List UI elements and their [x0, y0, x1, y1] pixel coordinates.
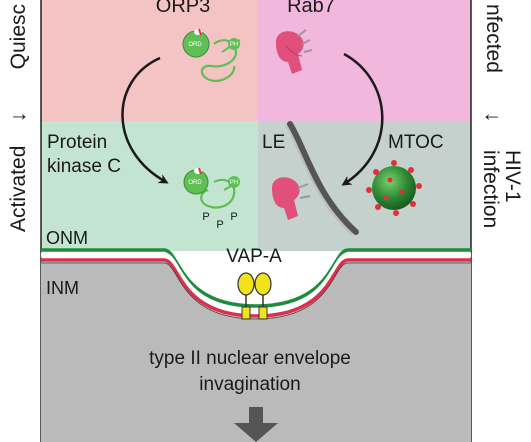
orp3-label: ORP3: [156, 0, 210, 17]
axis-left-arrow: ↓: [7, 112, 30, 123]
axis-right-bottom-line2: infection: [479, 150, 502, 228]
pkc-label-line2: kinase C: [47, 156, 121, 177]
phospho-site-1: P: [202, 211, 209, 223]
phospho-site-2: P: [216, 219, 223, 231]
axis-right-arrow: ↓: [481, 112, 504, 123]
vapa-protein: [237, 272, 272, 320]
bottom-caption-line2: invagination: [199, 374, 300, 395]
axis-right-bottom-line1: HIV-1: [501, 150, 524, 203]
axis-left-top: Quiesc: [7, 4, 30, 69]
onm-label: ONM: [46, 228, 88, 248]
late-endosome-membrane: [287, 121, 359, 235]
right-margin: [471, 0, 531, 442]
quiescent-region: [41, 0, 258, 121]
le-label: LE: [262, 132, 285, 153]
inm-outline: [41, 262, 471, 320]
inm-label: INM: [46, 278, 79, 298]
down-arrow-icon: [234, 407, 278, 442]
bottom-caption-line1: type II nuclear envelope: [149, 348, 351, 369]
rab7-protein-top: [276, 29, 313, 74]
outer-nuclear-membrane: [41, 248, 471, 308]
perinuclear-space: [41, 252, 471, 314]
orp3-top-ph: PH: [230, 42, 238, 48]
rab7-protein-le: [272, 177, 311, 220]
orp3-protein-phosphorylated: ORD PH P P P: [183, 167, 240, 231]
vapa-label: VAP-A: [226, 246, 282, 267]
rab7-arrow: [341, 52, 384, 186]
phospho-site-3: P: [230, 211, 237, 223]
orp3-phos-ord: ORD: [188, 180, 202, 186]
axis-right-top: nfected: [482, 4, 505, 73]
pkc-label-line1: Protein: [47, 132, 107, 153]
orp3-top-ord: ORD: [188, 42, 202, 48]
hiv-virus-icon: [366, 160, 422, 216]
left-margin: [0, 0, 41, 442]
mtoc-label: MTOC: [388, 132, 444, 153]
rab7-label: Rab7: [287, 0, 335, 17]
axis-left-bottom: Activated: [7, 146, 30, 232]
orp3-phos-ph: PH: [230, 180, 238, 186]
late-endosome-membrane-highlight: [285, 124, 353, 235]
inner-nuclear-membrane: [41, 258, 471, 318]
nucleus-region: [41, 262, 471, 442]
orp3-arrow: [121, 56, 169, 184]
orp3-protein-top: ORD PH: [182, 28, 241, 82]
